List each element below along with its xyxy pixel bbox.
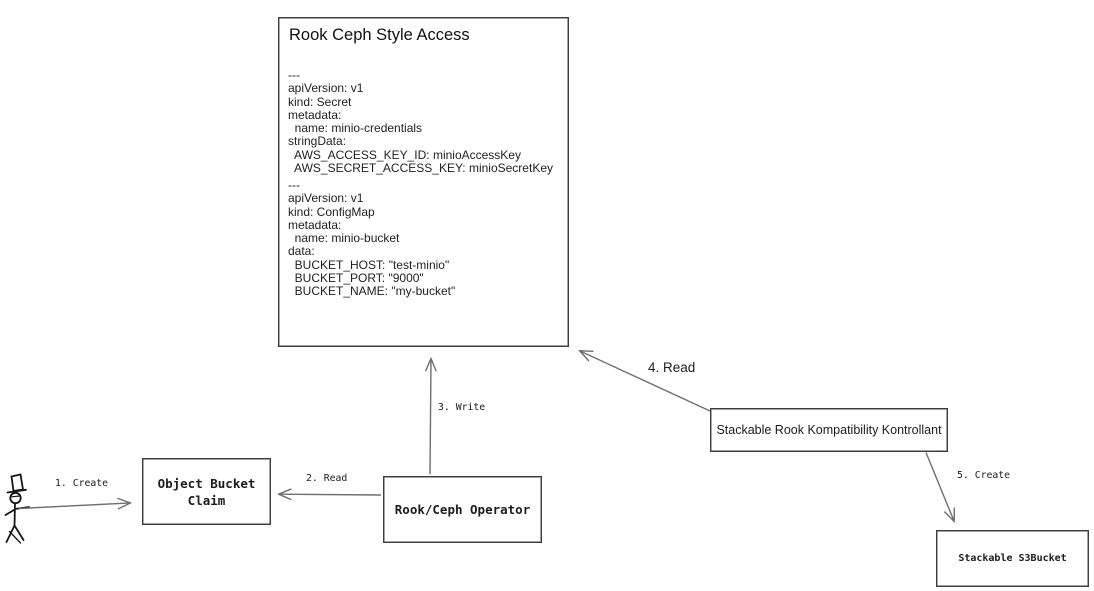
- node-rook-ceph-operator: Rook/Ceph Operator: [383, 476, 542, 543]
- node-object-bucket-claim: Object Bucket Claim: [142, 458, 271, 525]
- edge-label-3-write: 3. Write: [438, 402, 486, 413]
- yaml-configmap-manifest: --- apiVersion: v1 kind: ConfigMap metad…: [288, 178, 456, 298]
- node-stackable-rook-kompatibility-kontrollant: Stackable Rook Kompatibility Kontrollant: [710, 408, 948, 452]
- arrow-1-create: [18, 503, 130, 509]
- node-stackable-s3bucket: Stackable S3Bucket: [936, 530, 1089, 587]
- stick-figure-icon: [4, 473, 30, 544]
- arrow-5-create: [925, 452, 954, 522]
- edge-label-1-create: 1. Create: [55, 478, 109, 489]
- rook-ceph-style-access-box: Rook Ceph Style Access --- apiVersion: v…: [278, 17, 569, 347]
- arrow-2-read: [279, 494, 382, 495]
- edge-label-2-read: 2. Read: [306, 473, 348, 484]
- yaml-secret-manifest: --- apiVersion: v1 kind: Secret metadata…: [288, 68, 553, 175]
- arrow-4-read: [580, 351, 711, 412]
- yaml-box-title: Rook Ceph Style Access: [289, 26, 470, 44]
- edge-label-5-create: 5. Create: [957, 470, 1011, 481]
- arrow-3-write: [430, 359, 431, 475]
- edge-label-4-read: 4. Read: [648, 360, 696, 375]
